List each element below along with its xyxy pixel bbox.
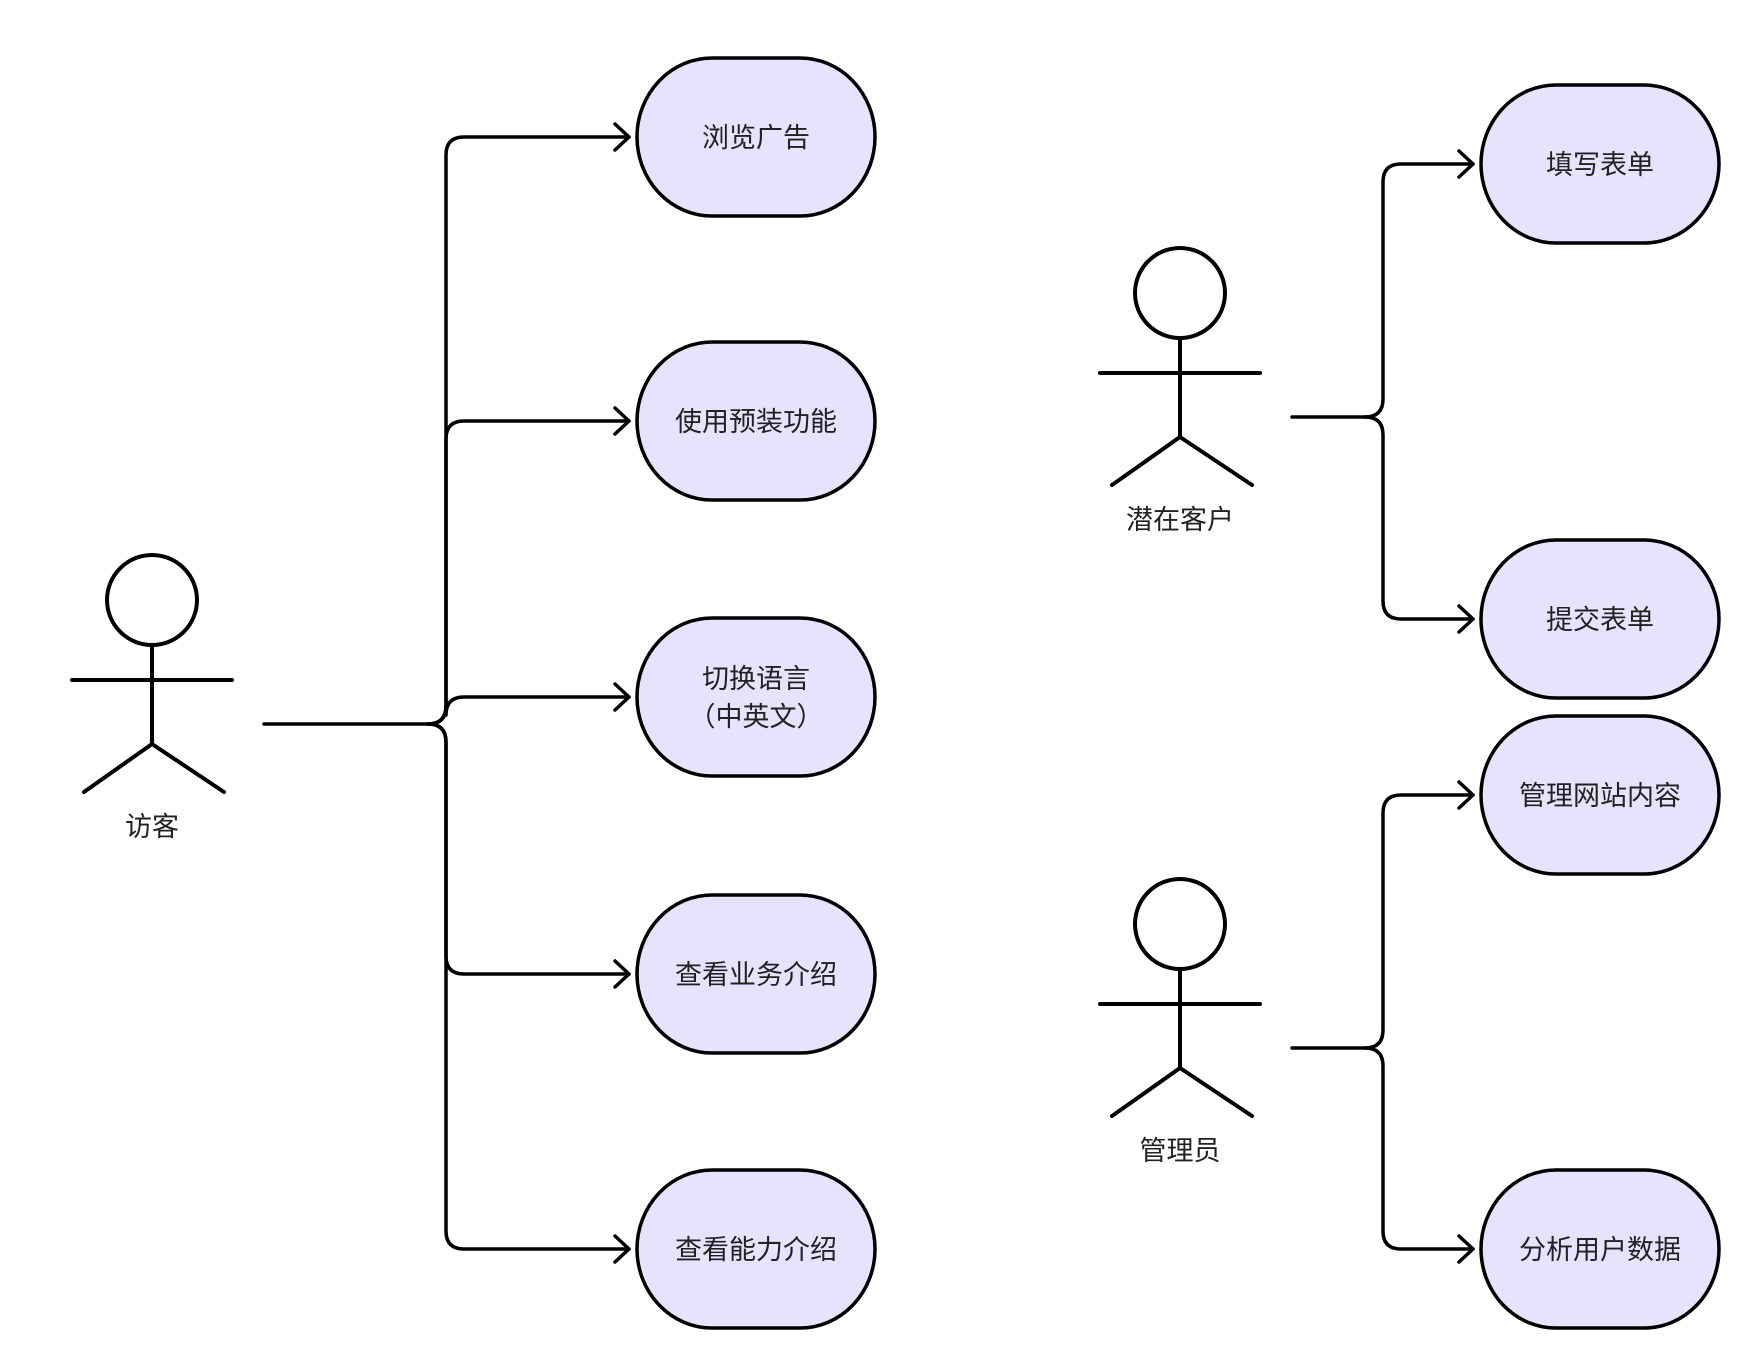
arrowhead [1457,780,1475,810]
connector-edge [1363,415,1475,621]
use-case-node: 查看业务介绍 [635,893,877,1055]
use-case-node: 切换语言 （中英文） [635,616,877,778]
arrowhead [613,682,631,712]
use-case-shape [635,1168,877,1330]
use-case-label: 浏览广告 [702,123,810,154]
use-case-node: 提交表单 [1479,538,1721,700]
connector-edge [426,722,631,976]
actor-label: 访客 [125,812,179,843]
use-case-shape [635,340,877,502]
actor-label: 管理员 [1140,1136,1221,1167]
use-case-shape [1479,538,1721,700]
connectors-admin [1290,780,1475,1264]
use-case-node: 分析用户数据 [1479,1168,1721,1330]
use-case-shape [1479,714,1721,876]
connectors-visitor [262,122,631,1264]
connector-edge [426,722,631,1251]
actor-head [1133,877,1227,971]
use-case-label: 提交表单 [1546,605,1654,636]
use-case-node: 查看能力介绍 [635,1168,877,1330]
actor-left-leg [1110,1066,1182,1118]
use-case-shape [1479,83,1721,245]
actor-left-leg [82,742,154,794]
connector-edge [426,695,631,726]
connector-edge [1363,1046,1475,1251]
use-case-shape [635,893,877,1055]
use-case-node: 浏览广告 [635,56,877,218]
arrowhead [1457,1234,1475,1264]
use-case-label: 分析用户数据 [1519,1235,1681,1266]
use-case-label: 查看能力介绍 [675,1235,837,1266]
arrowhead [613,122,631,152]
arrowhead [613,406,631,436]
use-case-shape [635,56,877,218]
actor-label: 潜在客户 [1126,505,1234,536]
connector-edge [1363,793,1475,1050]
use-case-label: 使用预装功能 [675,407,837,438]
actor-left-leg [1110,435,1182,487]
use-case-label: 查看业务介绍 [675,960,837,991]
use-case-shape [1479,1168,1721,1330]
arrowhead [613,959,631,989]
actor-head [1133,246,1227,340]
actor-right-leg [1178,1066,1254,1118]
connectors-prospect [1290,149,1475,634]
use-case-label: （中英文） [689,702,824,733]
arrowhead [1457,149,1475,179]
actor-visitor: 访客 [70,553,234,843]
arrowhead [1457,604,1475,634]
use-case-node: 管理网站内容 [1479,714,1721,876]
actor-prospect: 潜在客户 [1098,246,1262,536]
actor-right-leg [1178,435,1254,487]
use-case-label: 填写表单 [1546,150,1654,181]
use-case-node: 填写表单 [1479,83,1721,245]
connector-edge [426,135,631,726]
connector-edge [1363,162,1475,419]
connector-edge [426,419,631,726]
arrowhead [613,1234,631,1264]
use-case-label: 切换语言 [702,664,810,695]
use-case-shape [635,616,877,778]
use-case-label: 管理网站内容 [1519,781,1681,812]
actor-head [105,553,199,647]
actor-admin: 管理员 [1098,877,1262,1167]
actor-right-leg [150,742,226,794]
use-case-node: 使用预装功能 [635,340,877,502]
